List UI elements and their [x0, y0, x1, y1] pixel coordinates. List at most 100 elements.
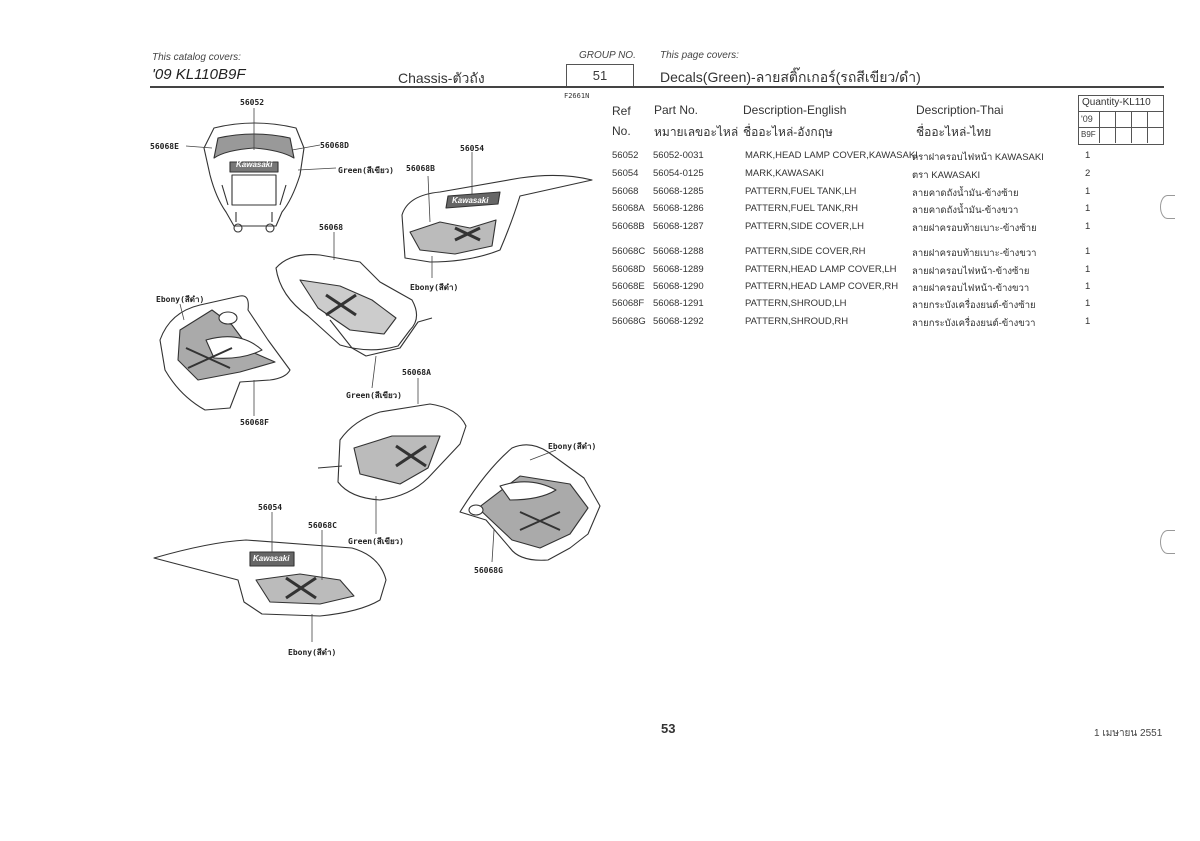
- page-number: 53: [661, 721, 676, 736]
- catalog-covers-label: This catalog covers:: [152, 52, 241, 63]
- callout-green-1: Green(สีเขียว): [338, 166, 394, 175]
- qty: 1: [1085, 246, 1091, 257]
- col-ref-no: No.: [612, 124, 631, 138]
- table-row: 56068A 56068-1286 PATTERN,FUEL TANK,RH ล…: [612, 203, 1092, 220]
- qty: 1: [1085, 316, 1091, 327]
- part-no: 56068-1285: [653, 186, 704, 197]
- part-no: 56068-1286: [653, 203, 704, 214]
- callout-56068F: 56068F: [240, 418, 269, 427]
- desc-en: PATTERN,SHROUD,RH: [745, 316, 849, 327]
- callout-56054-top: 56054: [460, 144, 485, 153]
- qty: 1: [1085, 264, 1091, 275]
- desc-th: ลายคาดถังน้ำมัน-ข้างซ้าย: [912, 188, 1019, 199]
- binder-hole: [1160, 530, 1175, 554]
- quantity-model: B9F: [1081, 130, 1096, 139]
- callout-56068G: 56068G: [474, 566, 503, 575]
- callout-56068A: 56068A: [402, 368, 431, 377]
- group-number-box: 51: [566, 64, 634, 88]
- callout-green-3: Green(สีเขียว): [348, 537, 404, 546]
- group-label: GROUP NO.: [579, 50, 636, 61]
- fuel-tank-left: [275, 253, 433, 357]
- qty: 2: [1085, 168, 1091, 179]
- kawasaki-logo: Kawasaki: [236, 160, 273, 169]
- desc-en: PATTERN,HEAD LAMP COVER,LH: [745, 264, 897, 275]
- binder-hole: [1160, 195, 1175, 219]
- desc-th: ลายฝาครอบท้ายเบาะ-ข้างซ้าย: [912, 223, 1037, 234]
- callout-green-2: Green(สีเขียว): [346, 391, 402, 400]
- col-desc-en-th: ชื่ออะไหล่-อังกฤษ: [743, 125, 833, 139]
- desc-th: ลายฝาครอบไฟหน้า-ข้างขวา: [912, 283, 1030, 294]
- table-row: 56068 56068-1285 PATTERN,FUEL TANK,LH ลา…: [612, 186, 1092, 203]
- desc-th: ตราฝาครอบไฟหน้า KAWASAKI: [912, 152, 1044, 163]
- callout-ebony-left: Ebony(สีดำ): [156, 295, 205, 304]
- desc-th: ลายกระบังเครื่องยนต์-ข้างซ้าย: [912, 300, 1036, 311]
- ref-no: 56068E: [612, 281, 645, 292]
- col-ref-en: Ref: [612, 104, 631, 118]
- qty-vline-1: [1099, 111, 1100, 143]
- quantity-box: [1078, 95, 1164, 145]
- callout-56052: 56052: [240, 98, 265, 107]
- ref-no: 56068A: [612, 203, 645, 214]
- callout-56068C: 56068C: [308, 521, 337, 530]
- figure-code: F2661N: [564, 92, 590, 100]
- shroud-right: [459, 444, 601, 561]
- side-cover-left: [401, 174, 593, 263]
- qty-vline-2: [1115, 111, 1116, 143]
- kawasaki-logo: Kawasaki: [452, 196, 489, 205]
- callout-56068: 56068: [319, 223, 344, 232]
- desc-th: ลายคาดถังน้ำมัน-ข้างขวา: [912, 205, 1019, 216]
- ref-no: 56054: [612, 168, 639, 179]
- table-row: 56052 56052-0031 MARK,HEAD LAMP COVER,KA…: [612, 150, 1092, 167]
- desc-th: ลายฝาครอบท้ายเบาะ-ข้างขวา: [912, 248, 1037, 259]
- qty: 1: [1085, 150, 1091, 161]
- table-row: 56068B 56068-1287 PATTERN,SIDE COVER,LH …: [612, 221, 1092, 238]
- table-row: 56068C 56068-1288 PATTERN,SIDE COVER,RH …: [612, 246, 1092, 263]
- table-row: 56054 56054-0125 MARK,KAWASAKI ตรา KAWAS…: [612, 168, 1092, 185]
- table-row: 56068F 56068-1291 PATTERN,SHROUD,LH ลายก…: [612, 298, 1092, 315]
- shroud-left: [159, 295, 291, 411]
- part-no: 56052-0031: [653, 150, 704, 161]
- qty-divider-1: [1078, 111, 1163, 112]
- desc-en: PATTERN,SHROUD,LH: [745, 298, 847, 309]
- section-name: Chassis-ตัวถัง: [398, 70, 485, 86]
- ref-no: 56068G: [612, 316, 646, 327]
- qty: 1: [1085, 298, 1091, 309]
- callout-56068E: 56068E: [150, 142, 179, 151]
- page-covers-label: This page covers:: [660, 50, 739, 61]
- page-title: Decals(Green)-ลายสติ๊กเกอร์(รถสีเขียว/ดำ…: [660, 69, 921, 85]
- fuel-tank-right: [317, 403, 467, 501]
- quantity-title: Quantity-KL110: [1082, 97, 1151, 108]
- ref-no: 56068B: [612, 221, 645, 232]
- table-row: 56068E 56068-1290 PATTERN,HEAD LAMP COVE…: [612, 281, 1092, 298]
- ref-no: 56068F: [612, 298, 645, 309]
- col-desc-th: Description-Thai: [916, 103, 1004, 117]
- callout-56068D: 56068D: [320, 141, 349, 150]
- quantity-year: '09: [1081, 114, 1093, 124]
- part-no: 56068-1292: [653, 316, 704, 327]
- header-rule: [150, 86, 1164, 88]
- qty: 1: [1085, 203, 1091, 214]
- print-date: 1 เมษายน 2551: [1094, 728, 1163, 739]
- desc-en: PATTERN,SIDE COVER,LH: [745, 221, 864, 232]
- callout-ebony-top: Ebony(สีดำ): [410, 283, 459, 292]
- side-cover-right: [153, 539, 387, 617]
- kawasaki-logo: Kawasaki: [253, 554, 290, 563]
- qty: 1: [1085, 281, 1091, 292]
- part-no: 56054-0125: [653, 168, 704, 179]
- desc-th: ลายฝาครอบไฟหน้า-ข้างซ้าย: [912, 266, 1030, 277]
- qty: 1: [1085, 186, 1091, 197]
- ref-no: 56068C: [612, 246, 646, 257]
- part-no: 56068-1288: [653, 246, 704, 257]
- desc-en: MARK,KAWASAKI: [745, 168, 825, 179]
- part-no: 56068-1290: [653, 281, 704, 292]
- qty-divider-2: [1078, 127, 1163, 128]
- leader-lines: [179, 108, 557, 642]
- part-no: 56068-1287: [653, 221, 704, 232]
- desc-en: PATTERN,FUEL TANK,LH: [745, 186, 857, 197]
- col-desc-en: Description-English: [743, 103, 847, 117]
- ref-no: 56052: [612, 150, 639, 161]
- col-part-th: หมายเลขอะไหล่: [654, 125, 739, 139]
- table-row: 56068G 56068-1292 PATTERN,SHROUD,RH ลายก…: [612, 316, 1092, 333]
- desc-en: PATTERN,FUEL TANK,RH: [745, 203, 858, 214]
